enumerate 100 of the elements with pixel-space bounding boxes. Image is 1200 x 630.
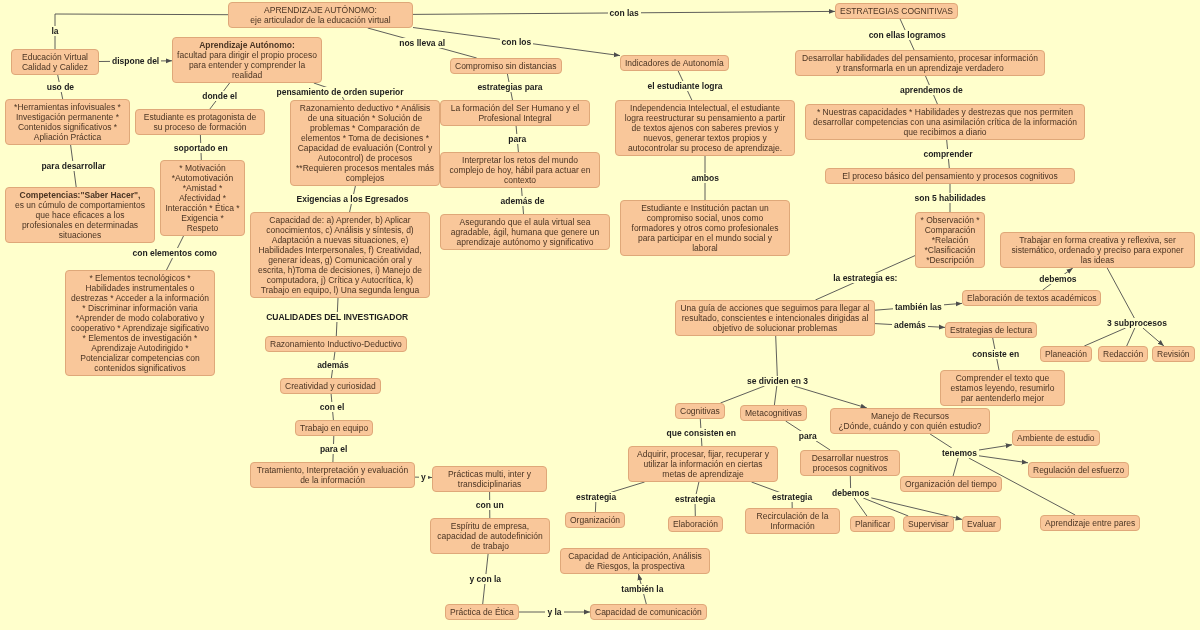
concept-node xyxy=(432,466,547,492)
concept-node xyxy=(440,152,600,188)
linking-phrase: debemos xyxy=(1037,274,1079,284)
concept-node xyxy=(265,336,407,352)
concept-text: Interpretar los retos del mundo complejo de hoy, hábil para actuar en contexto xyxy=(448,155,592,185)
concept-text: Capacidad de Anticipación, Análisis de Riesgos, la prospectiva xyxy=(567,551,703,571)
concept-title: Competencias:"Saber Hacer", xyxy=(18,190,142,200)
concept-node xyxy=(620,55,729,71)
concept-text: Elaboración de textos académicos xyxy=(967,293,1097,303)
connector-line xyxy=(862,497,909,517)
concept-text: Estrategias de lectura xyxy=(950,325,1033,335)
concept-title: Aprendizaje Autónomo: xyxy=(198,40,296,50)
concept-text: Aprendizaje entre pares xyxy=(1045,518,1136,528)
concept-text: Desarrollar habilidades del pensamiento, procesar información y transformarla en un aprendizaje verdadero xyxy=(801,53,1039,73)
concept-text: * Nuestras capacidades * Habilidades y destrezas que nos permiten desarrollar competencias con una asimilación crítica de la información que recibimos a diario xyxy=(811,107,1079,137)
concept-node xyxy=(745,508,840,534)
concept-node xyxy=(940,370,1065,406)
concept-node xyxy=(440,100,590,126)
concept-node xyxy=(1000,232,1195,268)
concept-node xyxy=(1028,462,1130,478)
linking-phrase: ambos xyxy=(689,173,721,183)
concept-text: facultad para dirigir el propio proceso para entender y comprender la realidad xyxy=(177,50,317,80)
concept-text: Revisión xyxy=(1157,349,1190,359)
concept-node xyxy=(450,58,562,74)
concept-text: Razonamiento deductivo * Análisis de una situación * Solución de problemas * Comparación de elementos * Toma de decisiones * Capacidad de evaluación (Control y Autocontrol) de procesos **Requieren procesos mentales más complejos xyxy=(295,103,435,183)
concept-text: * Elementos tecnológicos * Habilidades instrumentales o destrezas * Acceder a la información * Discriminar información varia *Aprender de modo colaborativo y cooperativo * Aprendizaje sigificativo * Elementos de investigación * Aprendizaje Autodirigido * Potencializar competencias con contenidos significativos xyxy=(70,273,210,373)
concept-node xyxy=(1040,515,1141,531)
linking-phrase: con ellas logramos xyxy=(866,29,948,40)
connector-line xyxy=(1106,267,1135,319)
linking-phrase: CUALIDADES DEL INVESTIGADOR xyxy=(264,312,411,322)
concept-node xyxy=(430,518,550,554)
concept-text: Práctica de Ética xyxy=(450,607,514,617)
linking-phrase: soportado en xyxy=(171,142,230,153)
concept-node xyxy=(250,462,415,488)
linking-phrase: 3 subprocesos xyxy=(1105,318,1169,328)
linking-phrase: son 5 habilidades xyxy=(912,193,988,203)
linking-phrase: estrategias para xyxy=(475,82,545,92)
connector-line xyxy=(775,335,778,377)
concept-node xyxy=(903,516,954,532)
concept-node xyxy=(740,405,807,421)
linking-phrase: para xyxy=(506,134,529,144)
linking-phrase: con las xyxy=(607,7,641,18)
concept-text: * Motivación *Automotivación *Amistad * Afectividad * Interacción * Ética * Exigencia * Respeto xyxy=(165,163,240,233)
concept-title: Manejo de Recursos xyxy=(870,411,950,421)
linking-phrase: con los xyxy=(499,36,534,47)
concept-node xyxy=(620,200,790,256)
concept-node xyxy=(795,50,1045,76)
linking-phrase: con elementos como xyxy=(130,248,220,258)
linking-phrase: aprendemos de xyxy=(897,85,965,95)
linking-phrase: uso de xyxy=(44,82,77,92)
connector-line xyxy=(968,457,1076,516)
linking-phrase: y xyxy=(419,472,428,483)
concept-node xyxy=(830,408,990,434)
concept-node xyxy=(445,604,519,620)
linking-phrase: para xyxy=(796,430,819,441)
concept-node xyxy=(628,446,778,482)
concept-node xyxy=(1098,346,1149,362)
concept-text: Creatividad y curiosidad xyxy=(285,381,376,391)
concept-text: Organización xyxy=(570,515,621,525)
concept-node xyxy=(172,37,322,83)
concept-node xyxy=(850,516,895,532)
linking-phrase: además xyxy=(315,360,351,370)
concept-text: Regulación del esfuerzo xyxy=(1033,465,1125,475)
connector-line xyxy=(929,433,953,449)
concept-text: Supervisar xyxy=(908,519,949,529)
concept-text: Ambiente de estudio xyxy=(1017,433,1095,443)
concept-text: ¿Dónde, cuándo y con quién estudio? xyxy=(837,421,983,431)
concept-node xyxy=(962,290,1102,306)
linking-phrase: donde el xyxy=(200,91,240,101)
linking-phrase: nos lleva al xyxy=(397,38,448,48)
concept-text: Evaluar xyxy=(967,519,996,529)
connector-line xyxy=(773,385,778,406)
concept-node xyxy=(900,476,1002,492)
concept-node xyxy=(805,104,1085,140)
concept-text: Metacognitivas xyxy=(745,408,802,418)
linking-phrase: para desarrollar xyxy=(39,161,108,171)
linking-phrase: debemos xyxy=(830,488,872,498)
concept-node xyxy=(1012,430,1100,446)
concept-node xyxy=(675,403,725,419)
connector-line xyxy=(720,385,765,404)
concept-text: Estudiante e Institución pactan un compromiso social, unos como formadores y otros como profesionales para participar en el mundo social y laboral xyxy=(630,203,780,253)
concept-text: Trabajo en equipo xyxy=(300,423,369,433)
connector-line xyxy=(853,497,868,517)
concept-node xyxy=(295,420,374,436)
concept-text: Prácticas multi, inter y transdiciplinarias xyxy=(446,469,533,489)
linking-phrase: además de xyxy=(498,196,547,206)
concept-text: * Observación * Comparación *Relación *Clasificación *Descripción xyxy=(920,215,980,265)
concept-node xyxy=(825,168,1075,184)
linking-phrase: se dividen en 3 xyxy=(745,376,810,386)
concept-node xyxy=(962,516,1001,532)
concept-node xyxy=(945,322,1038,338)
linking-phrase: consiste en xyxy=(970,349,1022,359)
concept-text: Elaboración xyxy=(673,519,718,529)
linking-phrase: con el xyxy=(317,402,347,412)
concept-text: Compromiso sin distancias xyxy=(455,61,557,71)
concept-node xyxy=(5,187,155,243)
concept-text: Planificar xyxy=(855,519,890,529)
concept-text: Organización del tiempo xyxy=(905,479,997,489)
concept-node xyxy=(835,3,959,19)
connector-line xyxy=(54,13,229,50)
